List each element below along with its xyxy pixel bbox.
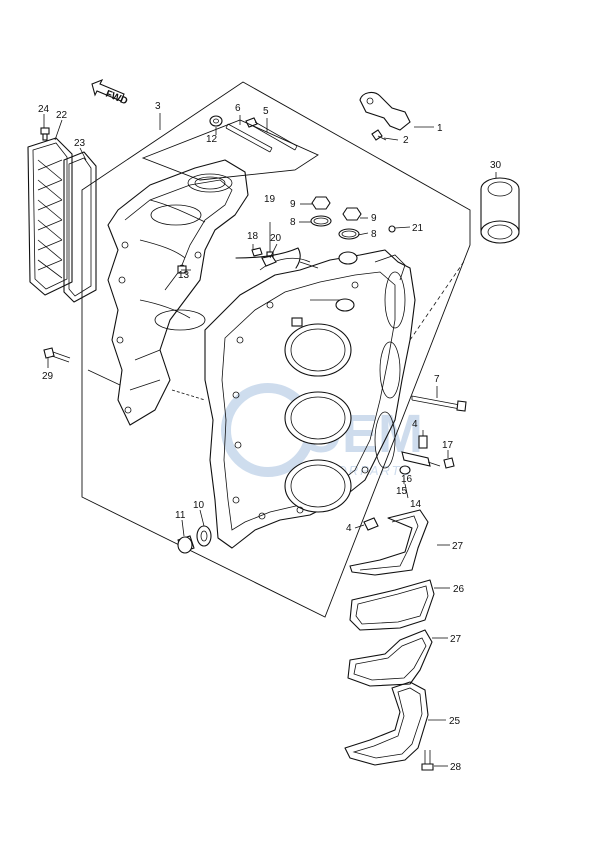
- intake-cover-gasket-22: [27, 137, 73, 296]
- bolt-24: [40, 127, 50, 141]
- callout-15: 15: [396, 486, 408, 497]
- callout-27-upper: 27: [452, 541, 464, 552]
- callout-12: 12: [206, 134, 218, 145]
- callout-7: 7: [434, 374, 440, 385]
- callout-16: 16: [401, 474, 413, 485]
- cylinder-bore-2: [284, 391, 352, 445]
- crankcase-half-left: [107, 159, 249, 426]
- callout-20: 20: [270, 233, 282, 244]
- cover-gasket-23: [63, 151, 97, 303]
- knock-pin-13: [177, 265, 187, 274]
- callout-11: 11: [175, 510, 186, 521]
- cylinder-block: [204, 249, 416, 549]
- washer-15: [399, 465, 411, 475]
- callout-8-right: 8: [371, 229, 377, 240]
- bolt-7: [411, 395, 467, 412]
- callout-10: 10: [193, 500, 205, 511]
- callout-30: 30: [490, 160, 502, 171]
- callout-9-right: 9: [371, 213, 377, 224]
- callout-9-left: 9: [290, 199, 296, 210]
- sensor-16: [401, 451, 441, 467]
- callout-4-right: 4: [412, 419, 418, 430]
- callout-28: 28: [450, 762, 462, 773]
- callout-8-left: 8: [290, 217, 296, 228]
- callout-23: 23: [74, 138, 86, 149]
- callout-27-lower: 27: [450, 634, 462, 645]
- bolt-18: [251, 247, 263, 257]
- bracket-1: [359, 91, 411, 131]
- plug-9-left: [311, 196, 331, 210]
- gasket-27-lower: [347, 629, 433, 687]
- callout-14: 14: [410, 499, 422, 510]
- callout-5: 5: [263, 106, 269, 117]
- callout-6: 6: [235, 103, 241, 114]
- pin-21: [388, 225, 396, 233]
- cylinder-block-assembly-boundary: [81, 81, 471, 618]
- callout-19: 19: [264, 194, 276, 205]
- plug-4-right: [418, 435, 428, 449]
- callout-17: 17: [442, 440, 454, 451]
- callout-22: 22: [56, 110, 68, 121]
- plug-11: [177, 535, 195, 554]
- fwd-label: FWD: [104, 89, 129, 108]
- stud-bolt-6: [225, 123, 273, 153]
- plug-4-bottom: [363, 517, 379, 531]
- callout-21: 21: [412, 223, 424, 234]
- gasket-26: [349, 579, 435, 631]
- callout-26: 26: [453, 584, 465, 595]
- o-ring-8-right: [338, 228, 360, 240]
- callout-labels: 1 2 3 4 4 5 6 7 8 8 9 9 10 11 12 13 14 1…: [38, 101, 502, 773]
- bolt-2: [371, 129, 387, 141]
- washer-12: [209, 115, 223, 127]
- callout-18: 18: [247, 231, 259, 242]
- callout-4-bottom: 4: [346, 523, 352, 534]
- gasket-27-upper: [349, 509, 429, 576]
- bolt-28: [421, 750, 434, 771]
- callout-24: 24: [38, 104, 50, 115]
- washer-10: [196, 525, 212, 547]
- fwd-arrow-icon: FWD: [91, 78, 129, 108]
- leader-lines: [43, 113, 497, 767]
- bolt-29: [43, 347, 71, 363]
- bolt-17: [443, 457, 455, 469]
- callout-29: 29: [42, 371, 54, 382]
- seal-20: [261, 255, 277, 267]
- cover-25: [344, 681, 429, 766]
- callout-1: 1: [437, 123, 443, 134]
- callout-3: 3: [155, 101, 161, 112]
- sleeve-30: [480, 177, 520, 244]
- cylinder-bore-1: [284, 323, 352, 377]
- callout-2: 2: [403, 135, 409, 146]
- callout-25: 25: [449, 716, 461, 727]
- callout-13: 13: [178, 270, 190, 281]
- o-ring-8-left: [310, 215, 332, 227]
- cylinder-bore-3: [284, 459, 352, 513]
- plug-9-right: [342, 207, 362, 221]
